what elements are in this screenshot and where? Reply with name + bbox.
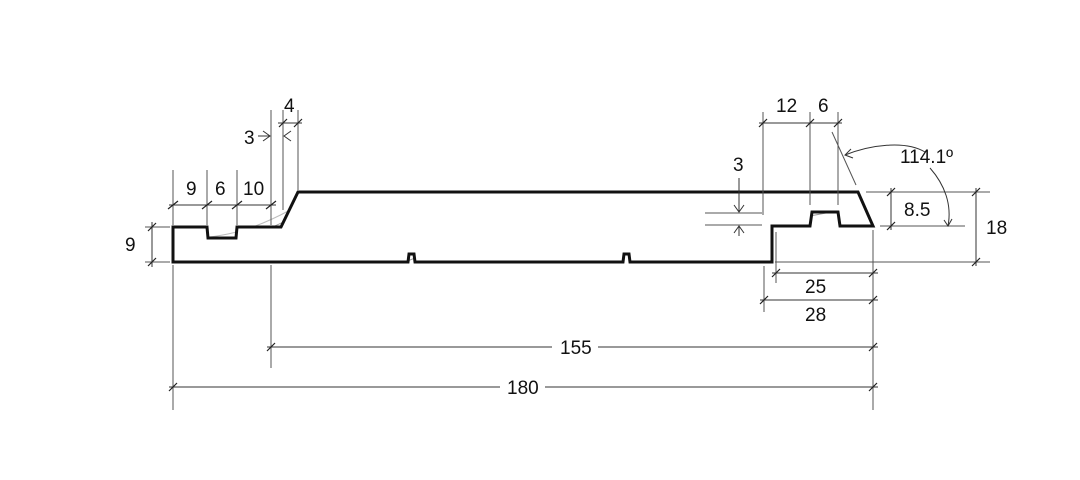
dim-4-slope: 4 bbox=[284, 96, 295, 117]
dim-25-overlap: 25 bbox=[805, 277, 826, 298]
dim-angle: 114.1º bbox=[900, 147, 953, 168]
dimension-lines bbox=[147, 118, 981, 392]
dim-28-overlap: 28 bbox=[805, 305, 826, 326]
dim-155-cover-width: 155 bbox=[560, 338, 592, 359]
dim-6-tongue: 6 bbox=[818, 96, 829, 117]
dim-180-total-width: 180 bbox=[507, 378, 539, 399]
dim-10-groove-to-step: 10 bbox=[243, 179, 264, 200]
dim-12-tongue: 12 bbox=[776, 96, 797, 117]
dim-18-total-thickness: 18 bbox=[986, 218, 1007, 239]
dimension-labels: 9 6 10 3 4 9 3 12 6 114.1º 8.5 18 25 28 … bbox=[125, 96, 1007, 399]
board-profile-outline bbox=[171, 190, 876, 264]
dim-8-5-height: 8.5 bbox=[904, 200, 930, 221]
dim-6-groove-width: 6 bbox=[215, 179, 226, 200]
dim-9-left-thickness: 9 bbox=[125, 235, 136, 256]
dim-9-groove-offset: 9 bbox=[186, 179, 197, 200]
dim-3-step: 3 bbox=[244, 128, 255, 149]
extension-lines bbox=[145, 110, 990, 410]
dim-3-tongue-depth: 3 bbox=[733, 155, 744, 176]
